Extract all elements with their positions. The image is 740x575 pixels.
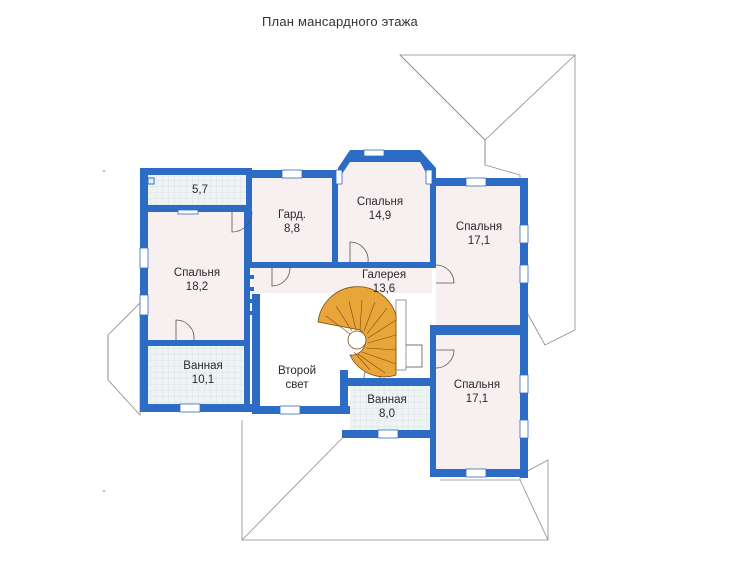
room-area: 18,2 (185, 281, 209, 293)
room-name: Спальня (453, 379, 501, 391)
room-terrace: 5,7 (192, 183, 208, 197)
room-area: 8,8 (283, 223, 300, 235)
room-name: Галерея (361, 269, 407, 281)
room-area: 17,1 (467, 235, 491, 247)
room-area: 13,6 (372, 283, 396, 295)
room-name: Гард. (277, 209, 307, 221)
room-wardrobe: Гард. 8,8 (278, 208, 306, 236)
vent-marks (147, 177, 496, 331)
room-bedroom-n: Спальня 14,9 (357, 195, 403, 223)
room-area: 17,1 (465, 393, 489, 405)
room-bedroom-se: Спальня 17,1 (454, 378, 500, 406)
room-bedroom-nw: Спальня 18,2 (174, 266, 220, 294)
room-name: Второй (277, 365, 317, 377)
room-name: Спальня (356, 196, 404, 208)
plan-title: План мансардного этажа (262, 14, 418, 29)
room-gallery: Галерея 13,6 (362, 268, 406, 296)
floor-fill (148, 162, 520, 469)
room-area: 5,7 (192, 184, 208, 196)
room-name: Спальня (173, 267, 221, 279)
spiral-staircase (317, 286, 407, 378)
room-area: свет (285, 379, 309, 391)
roof-outline (107, 54, 576, 541)
room-area: 8,0 (379, 408, 395, 420)
room-bath-w: Ванная 10,1 (183, 359, 222, 387)
edge-dots (103, 170, 105, 492)
room-second-light: Второй свет (278, 364, 316, 392)
room-area: 14,9 (368, 210, 392, 222)
room-bedroom-ne: Спальня 17,1 (456, 220, 502, 248)
room-name: Ванная (183, 360, 223, 372)
windows (139, 149, 529, 478)
room-area: 10,1 (191, 374, 215, 386)
room-name: Спальня (455, 221, 503, 233)
room-bath-c: Ванная 8,0 (367, 393, 406, 421)
room-name: Ванная (367, 394, 407, 406)
